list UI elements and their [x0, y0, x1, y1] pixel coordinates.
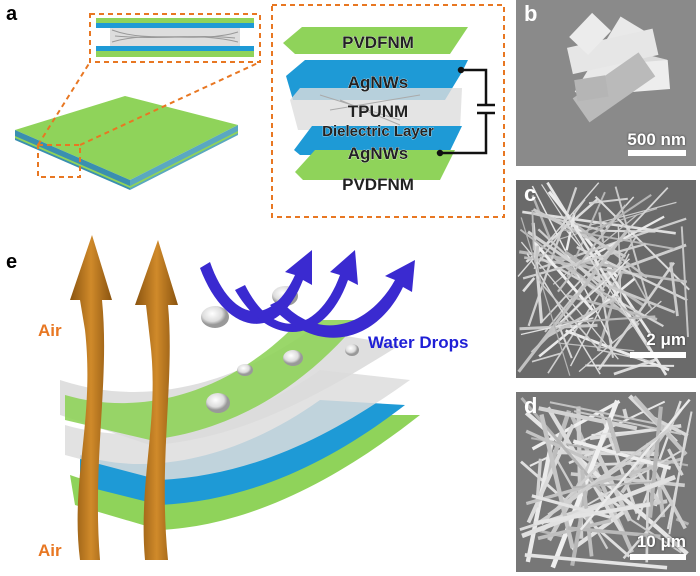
exploded-view-box — [271, 4, 505, 218]
fiber — [669, 262, 679, 317]
fiber — [531, 194, 552, 242]
fiber — [519, 228, 639, 320]
scale-bar-label-d: 10 μm — [636, 532, 686, 551]
fiber — [526, 423, 575, 524]
zoom-region-box — [37, 144, 81, 178]
fiber — [538, 406, 638, 431]
fiber — [531, 352, 561, 363]
fiber-texture — [566, 12, 671, 123]
fiber — [536, 277, 600, 351]
layer-label-pvdfnm-top: PVDFNM — [342, 33, 414, 52]
fiber — [614, 186, 651, 307]
fiber — [520, 217, 571, 376]
fiber — [522, 277, 536, 293]
fiber — [680, 226, 689, 338]
fiber-texture — [517, 181, 690, 376]
fiber — [622, 408, 629, 419]
fiber — [576, 246, 688, 302]
fiber — [569, 12, 612, 56]
zoom-connector-line — [37, 61, 91, 146]
fiber — [572, 52, 656, 123]
fiber — [521, 474, 676, 539]
fiber — [547, 295, 620, 338]
layer-label-tpunm: TPUNM — [348, 102, 408, 121]
fiber — [520, 241, 619, 360]
scale-bar-b — [628, 150, 686, 156]
air-label-bottom: Air — [38, 541, 62, 560]
fiber — [517, 182, 600, 277]
fiber — [558, 325, 573, 359]
fiber — [522, 242, 646, 280]
fiber — [519, 323, 598, 331]
fiber — [622, 499, 676, 560]
water-drops-label: Water Drops — [368, 333, 468, 352]
scale-bar-label-c: 2 μm — [646, 330, 686, 349]
fiber — [566, 28, 659, 75]
fiber — [597, 348, 651, 363]
layer-label-agnws-bottom: AgNWs — [348, 144, 408, 163]
fiber — [561, 228, 675, 250]
fiber — [534, 245, 540, 263]
zoom-connector-line — [79, 61, 261, 146]
fiber — [613, 358, 658, 376]
air-label-top: Air — [38, 321, 62, 340]
fiber — [527, 186, 578, 327]
panel-c-label: c — [524, 181, 537, 206]
fiber-texture — [519, 394, 693, 570]
exploded-layers — [283, 27, 468, 180]
layer-label-pvdfnm-bottom: PVDFNM — [342, 175, 414, 194]
fiber — [531, 494, 612, 520]
fiber — [520, 317, 594, 336]
panel-d-label: d — [524, 393, 538, 418]
fiber — [587, 194, 652, 238]
fiber — [541, 184, 650, 351]
panel-b-label: b — [524, 1, 538, 26]
panel-a-label: a — [6, 3, 18, 25]
fiber — [667, 448, 684, 476]
capacitor-circuit — [436, 66, 495, 157]
fiber — [559, 258, 630, 323]
fiber — [542, 409, 572, 485]
fiber — [547, 428, 671, 516]
fiber — [531, 209, 535, 251]
fiber — [648, 406, 663, 518]
fiber — [588, 197, 628, 205]
fiber — [533, 199, 586, 270]
scale-bar-c — [630, 352, 686, 358]
fiber — [597, 261, 675, 371]
scale-bar-d — [630, 554, 686, 560]
fiber — [524, 553, 668, 570]
panel-e-label: e — [6, 251, 17, 273]
vapor-arrows — [200, 250, 415, 338]
fiber — [668, 434, 687, 535]
flexible-layers — [60, 320, 420, 530]
fiber — [605, 267, 652, 335]
fiber — [553, 315, 656, 325]
fiber — [578, 300, 662, 373]
fiber — [579, 398, 691, 531]
inset-cross-section — [89, 13, 261, 63]
fiber — [567, 526, 661, 539]
layer-label-agnws-top: AgNWs — [348, 73, 408, 92]
sem-image-d: d 10 μm — [516, 392, 696, 572]
fiber — [538, 277, 636, 358]
fiber — [598, 280, 676, 314]
fiber — [606, 417, 621, 454]
scale-bar-label-b: 500 nm — [627, 130, 686, 149]
sensor-slab — [15, 96, 238, 190]
fiber — [574, 75, 609, 102]
layer-label-dielectric: Dielectric Layer — [322, 123, 434, 140]
air-flow-arrows — [70, 235, 178, 560]
fiber — [517, 229, 629, 373]
fiber — [539, 414, 575, 549]
fiber — [564, 250, 646, 308]
fiber — [591, 429, 651, 436]
sem-image-b: b 500 nm — [516, 0, 696, 166]
fiber — [565, 329, 670, 372]
sem-image-c: c 2 μm — [516, 180, 696, 378]
fiber — [557, 204, 627, 293]
fiber — [569, 253, 630, 367]
fiber — [589, 201, 677, 226]
